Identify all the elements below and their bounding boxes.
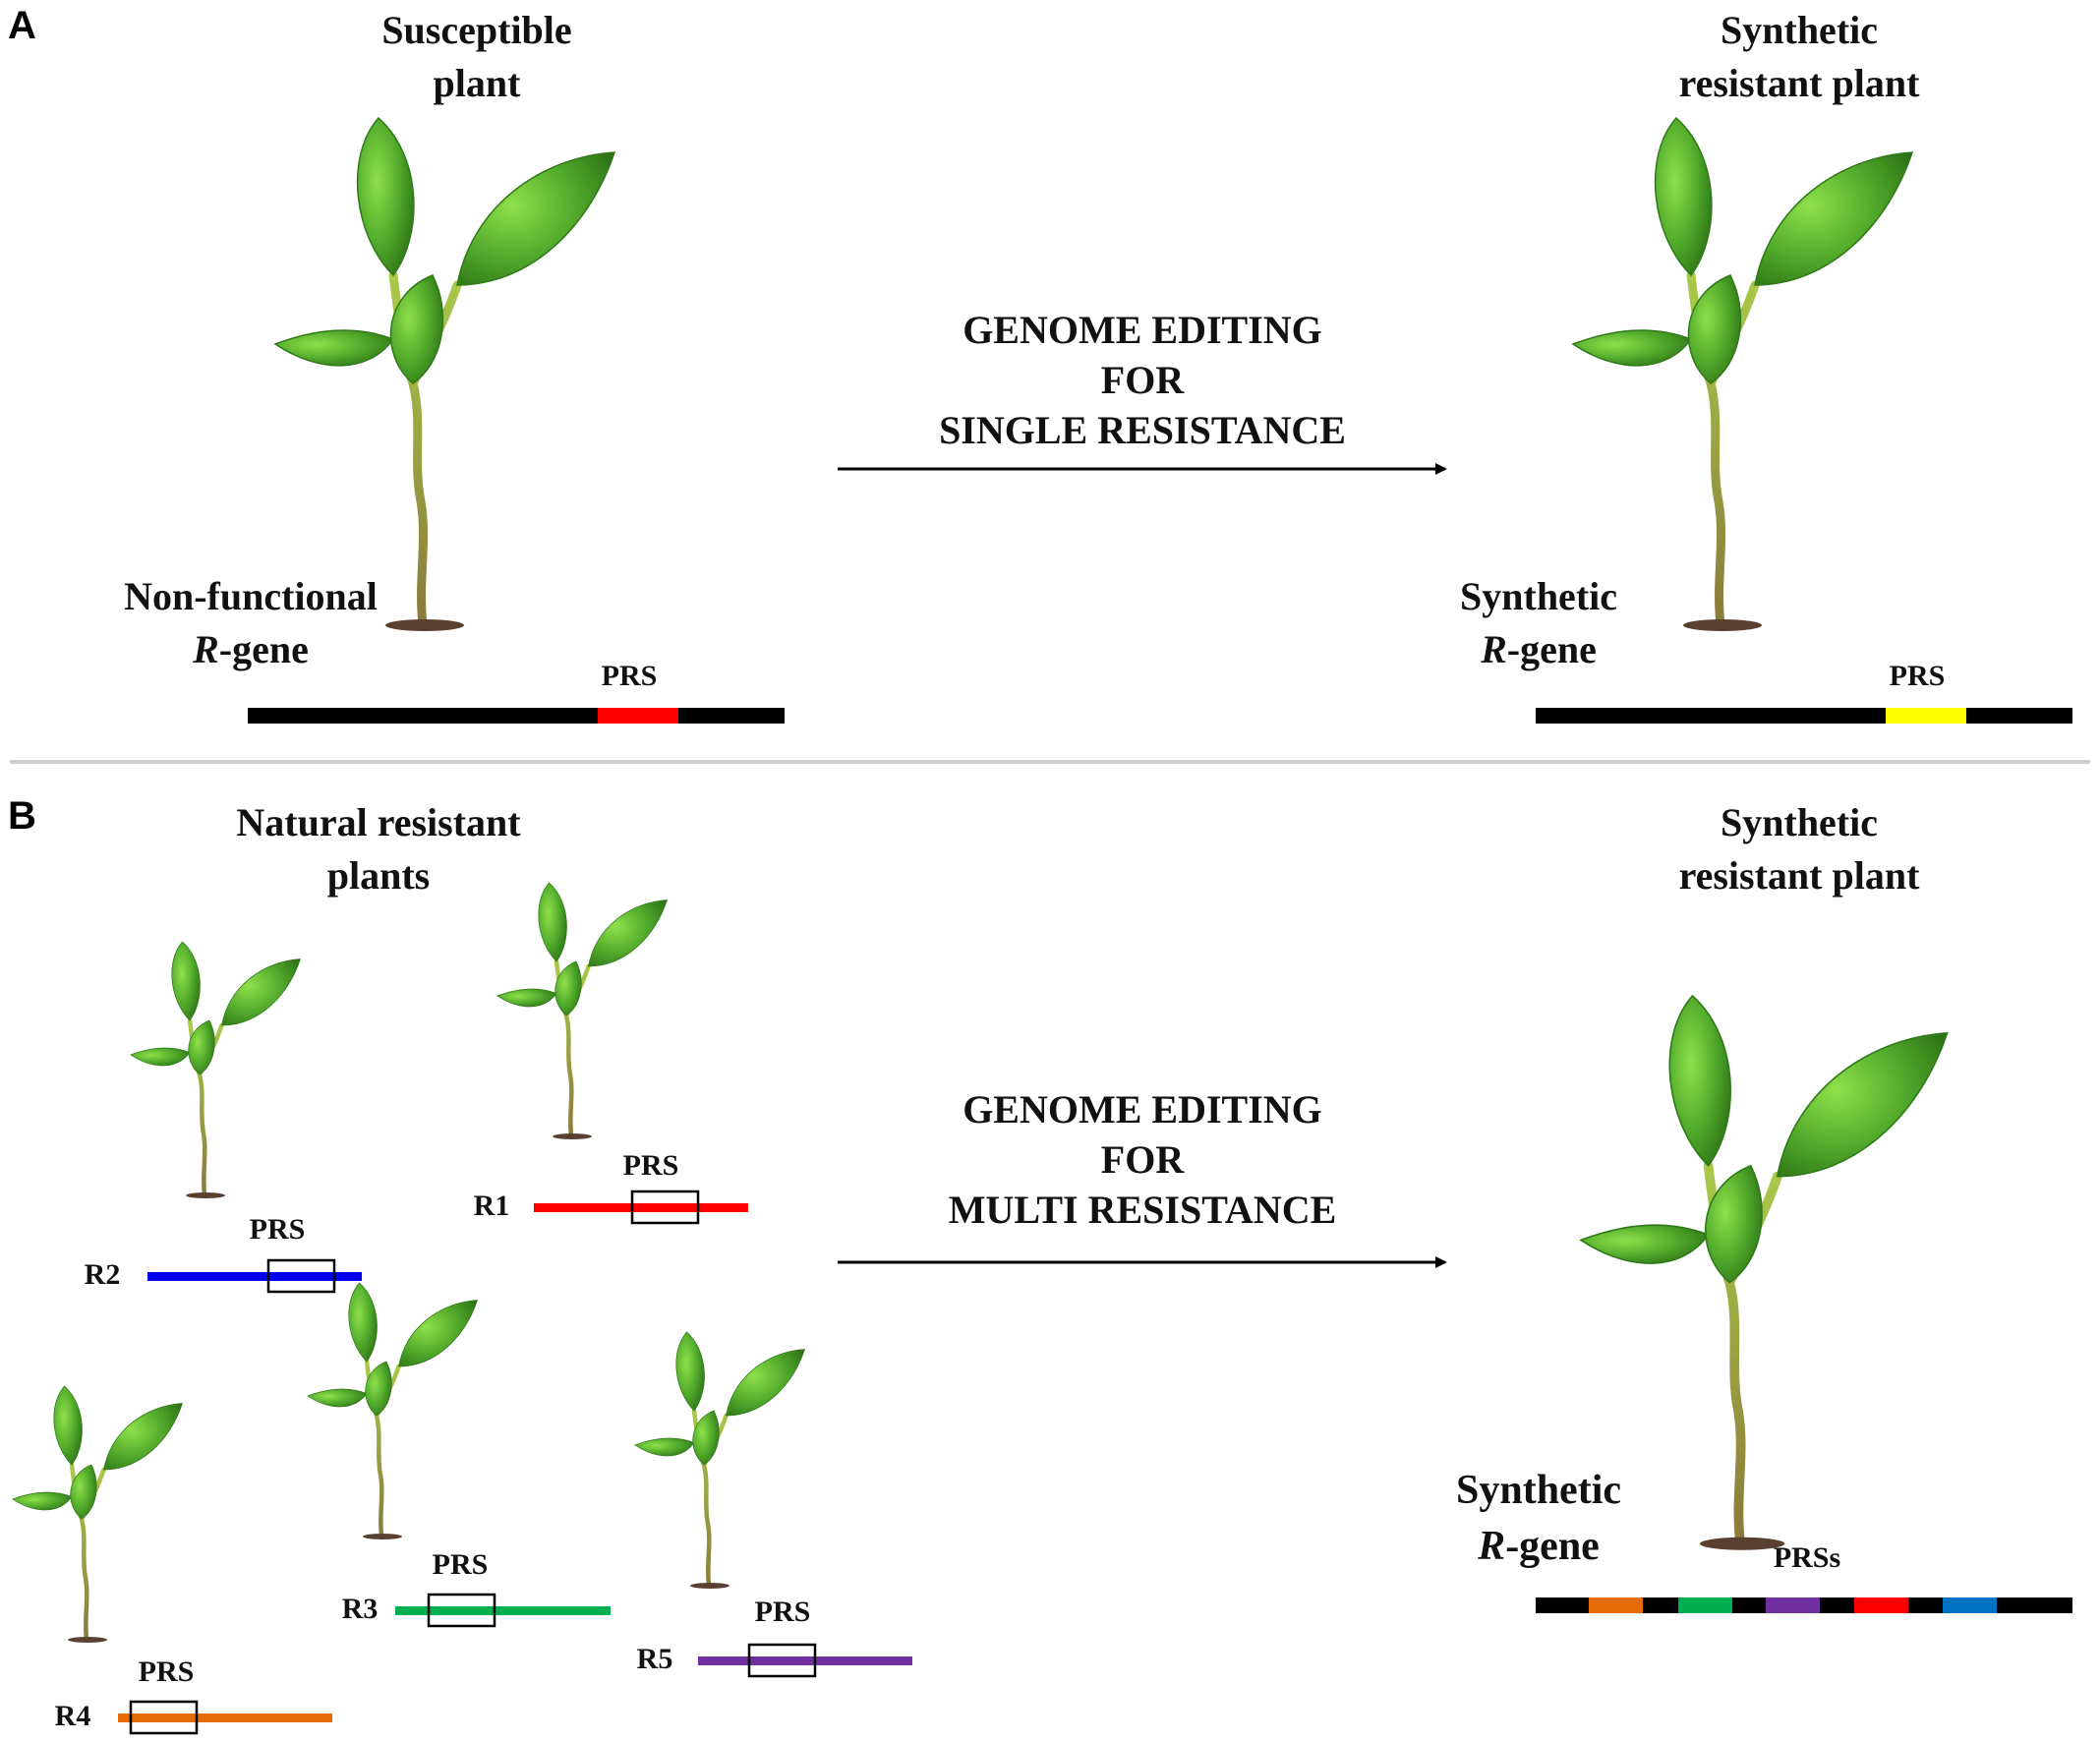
- plant-center-leaf: [692, 1410, 720, 1466]
- gene-r2-prs-label: PRS: [249, 1213, 306, 1246]
- nonfunctional-r-gene-label: Non-functional R-gene: [124, 574, 378, 671]
- plant-center-leaf: [1705, 1164, 1763, 1284]
- natural-plant-r4: [12, 1385, 184, 1643]
- prs-segment-green: [1678, 1597, 1732, 1613]
- natural-resistant-plants-title: Natural resistant plants: [236, 800, 521, 898]
- plant-top-leaf: [348, 1282, 378, 1363]
- gene-r3-prs-label: PRS: [432, 1548, 489, 1581]
- panel-letter-b: B: [8, 794, 36, 838]
- gene-r1-prs-label: PRS: [622, 1149, 679, 1182]
- plant-soil: [68, 1637, 107, 1643]
- prs-segment-red: [598, 708, 678, 724]
- prs-box: [747, 1643, 817, 1678]
- prs-label-a-right: PRS: [1889, 660, 1946, 692]
- plant-left-leaf: [1579, 1224, 1710, 1264]
- natural-plant-r1: [496, 882, 669, 1139]
- gene-r5: [698, 1643, 912, 1678]
- synthetic-r-gene-label-b: Synthetic R-gene: [1456, 1468, 1621, 1569]
- plant-center-leaf: [554, 960, 582, 1016]
- plant-right-leaf: [1754, 151, 1914, 286]
- plant-left-leaf: [307, 1388, 368, 1408]
- gene-r5-label: R5: [636, 1643, 673, 1675]
- gene-r2-label: R2: [84, 1258, 121, 1291]
- prss-label: PRSs: [1773, 1541, 1841, 1574]
- plant-right-leaf: [726, 1349, 806, 1417]
- plant-right-leaf: [588, 900, 669, 967]
- plant-soil: [363, 1534, 402, 1539]
- plant-center-leaf: [1687, 274, 1742, 384]
- plant-center-leaf: [70, 1464, 97, 1520]
- genome-editing-single-label: GENOME EDITING FOR SINGLE RESISTANCE: [939, 308, 1346, 453]
- synthetic-r-gene-label-a: Synthetic R-gene: [1460, 574, 1617, 671]
- gene-r5-prs-label: PRS: [754, 1596, 811, 1628]
- gene-nonfunctional: [248, 708, 785, 724]
- plant-top-leaf: [1654, 116, 1713, 277]
- plant-right-leaf: [398, 1300, 479, 1367]
- plant-left-leaf: [634, 1437, 695, 1457]
- natural-plant-r3: [307, 1282, 479, 1539]
- susceptible-plant-title: Susceptible plant: [381, 8, 572, 105]
- gene-r1-label: R1: [473, 1190, 510, 1222]
- gene-r4: [118, 1700, 332, 1735]
- prs-segment-yellow: [1886, 708, 1966, 724]
- plant-top-leaf: [171, 941, 201, 1021]
- susceptible-plant: [273, 116, 616, 631]
- prs-box: [266, 1258, 336, 1294]
- plant-top-leaf: [675, 1331, 705, 1412]
- plant-soil: [1699, 1537, 1785, 1550]
- synthetic-resistant-plant-b: [1579, 994, 1949, 1550]
- plants-layer: [12, 116, 1949, 1643]
- prs-segment-red: [1854, 1597, 1908, 1613]
- panel-letter-a: A: [8, 4, 36, 47]
- gene-r3-label: R3: [341, 1593, 379, 1625]
- plant-top-leaf: [1668, 994, 1731, 1168]
- synthetic-resistant-plant-a: [1571, 116, 1914, 631]
- plant-top-leaf: [53, 1385, 83, 1466]
- prs-segment-purple: [1766, 1597, 1820, 1613]
- plant-right-leaf: [456, 151, 616, 286]
- gene-synthetic-a: [1536, 708, 2072, 724]
- plant-soil: [690, 1583, 729, 1589]
- gene-r4-prs-label: PRS: [138, 1655, 195, 1688]
- prs-box: [630, 1190, 700, 1225]
- synthetic-resistant-plant-title-a: Synthetic resistant plant: [1678, 8, 1920, 105]
- gene-r2: [147, 1258, 362, 1294]
- plant-right-leaf: [221, 958, 302, 1026]
- plant-soil: [1683, 619, 1762, 631]
- plant-left-leaf: [130, 1047, 191, 1067]
- gene-r1: [534, 1190, 748, 1225]
- genome-editing-multi-label: GENOME EDITING FOR MULTI RESISTANCE: [948, 1087, 1337, 1233]
- gene-r3: [395, 1593, 611, 1628]
- gene-synthetic-b: [1536, 1597, 2072, 1613]
- plant-soil: [385, 619, 464, 631]
- plant-left-leaf: [12, 1491, 73, 1511]
- prs-segment-orange: [1589, 1597, 1643, 1613]
- plant-top-leaf: [538, 882, 567, 962]
- synthetic-resistant-plant-title-b: Synthetic resistant plant: [1678, 800, 1920, 898]
- plant-right-leaf: [103, 1403, 184, 1471]
- plant-left-leaf: [1571, 329, 1693, 367]
- gene-r4-label: R4: [54, 1700, 91, 1732]
- natural-plant-r2: [130, 941, 302, 1198]
- prs-box: [427, 1593, 496, 1628]
- plant-soil: [186, 1192, 225, 1198]
- prs-label-a-left: PRS: [601, 660, 658, 692]
- plant-soil: [553, 1133, 592, 1139]
- plant-top-leaf: [356, 116, 415, 277]
- plant-left-leaf: [496, 988, 557, 1008]
- prs-box: [129, 1700, 199, 1735]
- prs-segment-blue: [1943, 1597, 1997, 1613]
- plant-center-leaf: [365, 1361, 392, 1417]
- plant-left-leaf: [273, 329, 395, 367]
- natural-plant-r5: [634, 1331, 806, 1589]
- plant-center-leaf: [188, 1019, 215, 1075]
- plant-right-leaf: [1776, 1031, 1949, 1178]
- plant-center-leaf: [389, 274, 444, 384]
